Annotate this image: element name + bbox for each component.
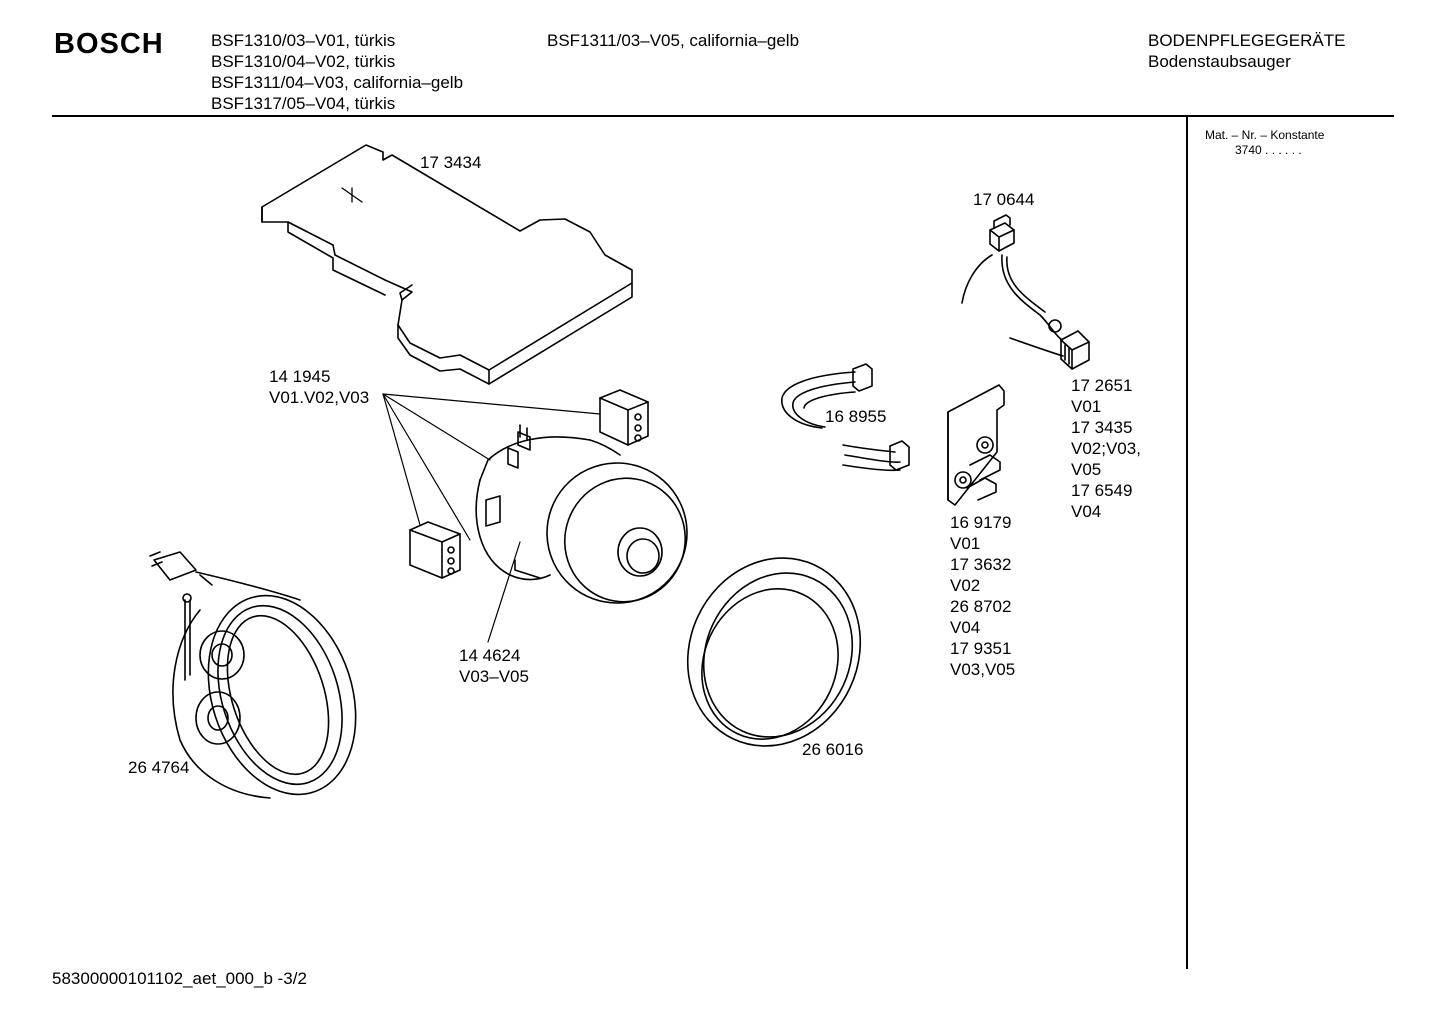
part-number: 17 2651 [1071,376,1133,395]
switch-part [961,214,1090,370]
sidebar-divider [1186,116,1188,969]
part-variant: V04 [950,618,981,637]
category-title: BODENPFLEGEGERÄTE [1148,31,1346,50]
part-variant: V01 [950,534,981,553]
connector-block-part [409,389,649,579]
part-label-169179: 16 9179 V01 17 3632 V02 26 8702 V04 17 9… [950,512,1015,680]
part-variant: V03–V05 [459,667,529,686]
seal-ring-part [686,557,862,747]
model-line: BSF1311/04–V03, california–gelb [211,73,464,92]
material-constant: Mat. – Nr. – Konstante 3740 . . . . . . [1205,128,1324,158]
part-label-144624: 14 4624 V03–V05 [459,645,529,687]
category-block: BODENPFLEGEGERÄTE Bodenstaubsauger [1148,30,1345,72]
part-variant: V02 [950,576,981,595]
model-line: BSF1317/05–V04, türkis [211,94,396,113]
part-variant: V01 [1071,397,1102,416]
part-variant: V04 [1071,502,1102,521]
part-label-141945: 14 1945 V01.V02,V03 [269,366,369,408]
part-number: 14 4624 [459,646,521,665]
part-label-168955: 16 8955 [825,407,887,426]
model-line: BSF1310/03–V01, türkis [211,31,396,50]
part-label-172651: 17 2651 V01 17 3435 V02;V03, V05 17 6549… [1071,375,1141,522]
part-number: 17 9351 [950,639,1012,658]
part-variant: V03,V05 [950,660,1016,679]
part-label-173434: 17 3434 [420,153,482,172]
part-number: 16 9179 [950,513,1012,532]
part-number: 17 3435 [1071,418,1133,437]
part-label-264764: 26 4764 [128,758,190,777]
model-list-secondary: BSF1311/03–V05, california–gelb [547,31,800,50]
header-divider [52,115,1394,117]
model-line: BSF1310/04–V02, türkis [211,52,396,71]
document-id: 58300000101102_aet_000_b -3/2 [52,969,307,988]
filter-plate-part [261,144,633,385]
motor-part [475,424,688,604]
part-number: 14 1945 [269,367,331,386]
cable-strap-part [781,363,910,472]
part-label-266016: 26 6016 [802,740,864,759]
part-variant: V01.V02,V03 [269,388,370,407]
part-number: 17 6549 [1071,481,1133,500]
leader-lines [382,393,601,643]
category-subtitle: Bodenstaubsauger [1148,52,1291,71]
brand-logo: BOSCH [54,28,164,60]
material-label: Mat. – Nr. – Konstante [1205,128,1325,142]
cable-reel-part [149,551,357,799]
part-variant: V05 [1071,460,1102,479]
part-label-170644: 17 0644 [973,190,1035,209]
part-number: 26 8702 [950,597,1012,616]
material-value: 3740 . . . . . . [1235,143,1302,157]
model-list-primary: BSF1310/03–V01, türkis BSF1310/04–V02, t… [211,30,463,114]
part-number: 17 3632 [950,555,1012,574]
circuit-board-part [947,384,1005,506]
part-variant: V02;V03, [1071,439,1141,458]
